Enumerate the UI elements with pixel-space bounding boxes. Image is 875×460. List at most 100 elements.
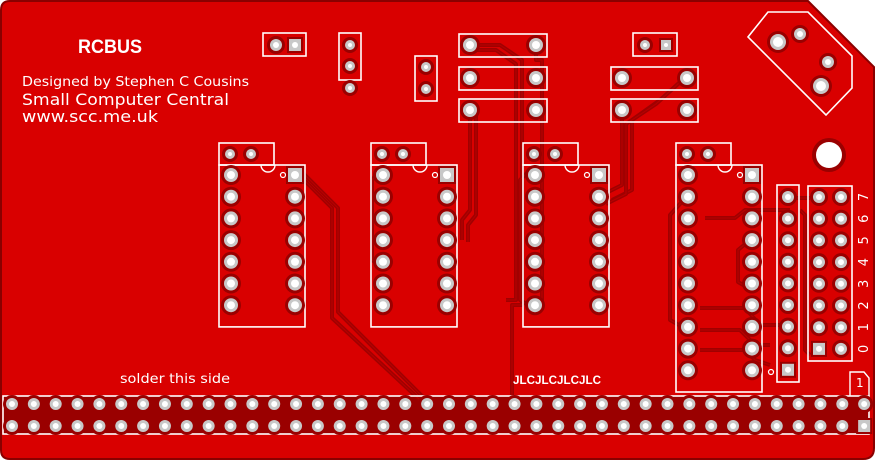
bus-pin-bottom-16-drill: [336, 423, 343, 429]
bus-pin-bottom-19-drill: [402, 423, 409, 429]
trace-u4-r2-edge: [700, 307, 790, 326]
bus-pin-bottom-38-drill: [817, 423, 824, 429]
bus-pin-bottom-3-drill: [52, 423, 59, 429]
trace-jp-e-edge: [467, 110, 477, 242]
bus-pin-bottom-18-drill: [380, 423, 387, 429]
u1-pin-r6-drill: [291, 279, 299, 288]
pad-layer: [3, 25, 874, 435]
power-jack-pin2-drill: [797, 31, 803, 37]
j1-pin2-drill: [273, 42, 279, 48]
u4-pin-l2-drill: [684, 192, 692, 201]
bus-pin-bottom-21-drill: [446, 423, 452, 429]
bus-pin-bottom-36-drill: [773, 423, 780, 429]
bus-pin-top-6-drill: [118, 401, 125, 407]
jp-right-1-a-drill: [618, 74, 626, 82]
u4-pin-r7-drill: [748, 301, 756, 310]
bus-pin-bottom-2-drill: [30, 423, 37, 429]
bus-pin-bottom-9-drill: [183, 423, 190, 429]
u4-cap-pin2-drill: [706, 152, 710, 156]
jumper-1-b-drill: [838, 324, 844, 331]
u3-pin-l5-drill: [531, 257, 539, 266]
bus-pin-bottom-6-drill: [118, 423, 125, 429]
bus-pin-top-26-drill: [555, 401, 562, 407]
jumper-label-4: 4: [857, 258, 872, 266]
rn1-pin7-drill: [785, 323, 791, 330]
silkscreen-layer: [2, 11, 870, 435]
bus-pin-top-25-drill: [533, 401, 540, 407]
board-title: RCBUS: [78, 37, 142, 58]
bus-pin-bottom-29-drill: [620, 423, 627, 429]
bus-pin-bottom-8-drill: [161, 423, 168, 429]
jumper-label-5: 5: [857, 236, 872, 244]
u4-pin-r10-drill: [748, 366, 756, 375]
u1-pin-r2-drill: [291, 192, 299, 201]
u4-outline: [675, 164, 763, 393]
u1-pin-r1-drill: [291, 171, 299, 179]
bus-pin-top-36-drill: [773, 401, 780, 407]
j4-pin1-drill: [664, 43, 668, 47]
bus-pin-top-34-drill: [730, 401, 737, 407]
bus-pin-bottom-31-drill: [664, 423, 671, 429]
jumper-7-a-drill: [816, 194, 822, 200]
u4-pin-r3-drill: [748, 214, 756, 223]
bus-pin-bottom-13-drill: [271, 423, 278, 429]
j4-outline: [632, 32, 678, 57]
rn1-pin5-drill: [785, 280, 791, 287]
bus-pin-top-11-drill: [227, 401, 234, 407]
jumper-label-6: 6: [857, 215, 872, 223]
bus-pin-top-7-drill: [140, 401, 147, 407]
jp-left-1-outline: [458, 33, 548, 58]
bus-pin-top-29-drill: [620, 401, 627, 407]
bus-pin-top-17-drill: [358, 401, 365, 407]
rn1-pin1-drill: [785, 194, 791, 200]
u1-pin-l7-drill: [227, 301, 235, 310]
u4-pin-r5-drill: [748, 257, 756, 266]
u4-pin-l10-drill: [684, 366, 692, 375]
bus-pin-top-14-drill: [293, 401, 300, 407]
j2-pin1-drill: [348, 43, 352, 47]
bus-pin-bottom-27-drill: [577, 423, 584, 429]
j1-pin1-drill: [292, 42, 298, 48]
jp-right-1-b-drill: [683, 74, 691, 82]
u3-outline: [522, 164, 610, 328]
bus-pin-top-9-drill: [183, 401, 190, 407]
rn1-pin6-drill: [785, 302, 791, 308]
u2-pin-l3-drill: [379, 214, 387, 223]
trace-jp-d-edge: [461, 110, 471, 240]
jp-left-3-b-drill: [532, 106, 540, 114]
text-layer: RCBUS Designed by Stephen C Cousins Smal…: [22, 37, 872, 390]
bus-pin-top-19-drill: [402, 401, 409, 407]
j3-outline: [414, 55, 438, 102]
trace-u1-bus-a-edge: [293, 169, 421, 401]
jp-right-2-b-drill: [683, 106, 691, 114]
bus-pin-top-28-drill: [598, 401, 605, 407]
u4-pin-r2-drill: [748, 192, 756, 201]
j3-pin1-drill: [424, 65, 428, 69]
bus-pin-bottom-12-drill: [249, 423, 256, 429]
bus-pin-bottom-26-drill: [555, 423, 562, 429]
jumper-4-b-drill: [838, 259, 844, 266]
jumper-6-b-drill: [838, 215, 844, 222]
u3-pin-r7-drill: [595, 301, 603, 310]
bus-pin-top-12-drill: [249, 401, 256, 407]
u2-pin-l7-drill: [379, 301, 387, 310]
u4-pin-r1-drill: [748, 171, 756, 179]
rn1-pin3-drill: [785, 237, 791, 244]
rn1-pin8-drill: [785, 345, 791, 352]
u4-pin-l9-drill: [684, 344, 692, 353]
bus-pin-bottom-15-drill: [314, 423, 321, 429]
bus-header-outline: [2, 395, 870, 435]
u3-cap-pin2-drill: [553, 152, 557, 156]
u3-pin1-dot: [583, 171, 591, 179]
bus-pin-bottom-23-drill: [489, 423, 496, 429]
rn1-pin1-dot: [767, 368, 775, 376]
jumper-block-outline: [807, 185, 853, 362]
bus-pin-top-38-drill: [817, 401, 824, 407]
jumper-label-3: 3: [857, 280, 872, 288]
j1-outline: [262, 32, 307, 57]
u3-pin-r4-drill: [595, 236, 603, 245]
jp-left-2-outline: [458, 66, 548, 91]
bus-pin-top-4-drill: [74, 401, 81, 407]
